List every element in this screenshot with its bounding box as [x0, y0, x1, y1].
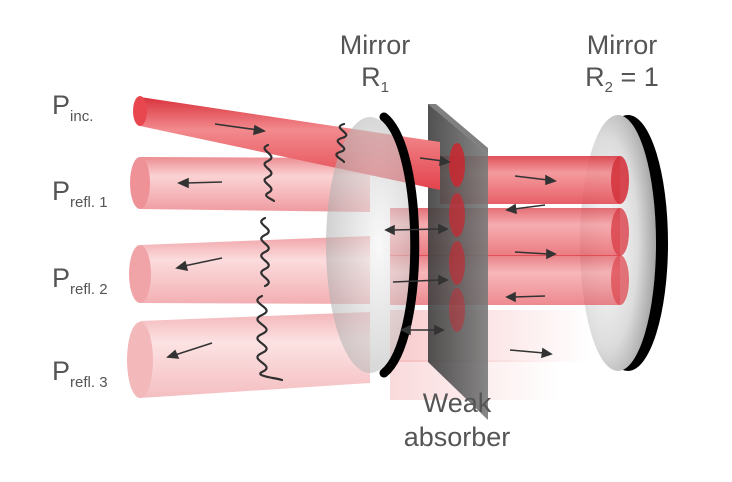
label-mirror-r2: Mirror R2 = 1: [585, 30, 659, 96]
label-p-inc: Pinc.: [52, 90, 93, 125]
cavity-beams: [390, 156, 629, 400]
mirror2-title: Mirror: [587, 30, 657, 60]
label-mirror-r1: Mirror R1: [340, 30, 410, 96]
absorber-line1: Weak: [423, 388, 492, 418]
direction-arrows: [166, 123, 557, 359]
label-p-refl-2: Prefl. 2: [52, 263, 108, 298]
beam-labels: Pinc. Prefl. 1 Prefl. 2 Prefl. 3: [52, 90, 108, 391]
mirror1-title: Mirror: [340, 30, 410, 60]
label-p-refl-1: Prefl. 1: [52, 176, 108, 211]
mirror2-symbol: R2 = 1: [585, 62, 659, 96]
beam-refl-2: [129, 236, 370, 304]
interference-waves: [256, 122, 348, 382]
absorber-line2: absorber: [404, 422, 511, 452]
beam-refl-3: [127, 312, 370, 398]
beam-refl-1: [130, 157, 370, 212]
mirror1-symbol: R1: [361, 62, 389, 96]
weak-absorber-plate: [428, 104, 488, 420]
mirror-r1: [326, 112, 420, 378]
label-weak-absorber: Weak absorber: [404, 388, 511, 452]
label-p-refl-3: Prefl. 3: [52, 356, 108, 391]
